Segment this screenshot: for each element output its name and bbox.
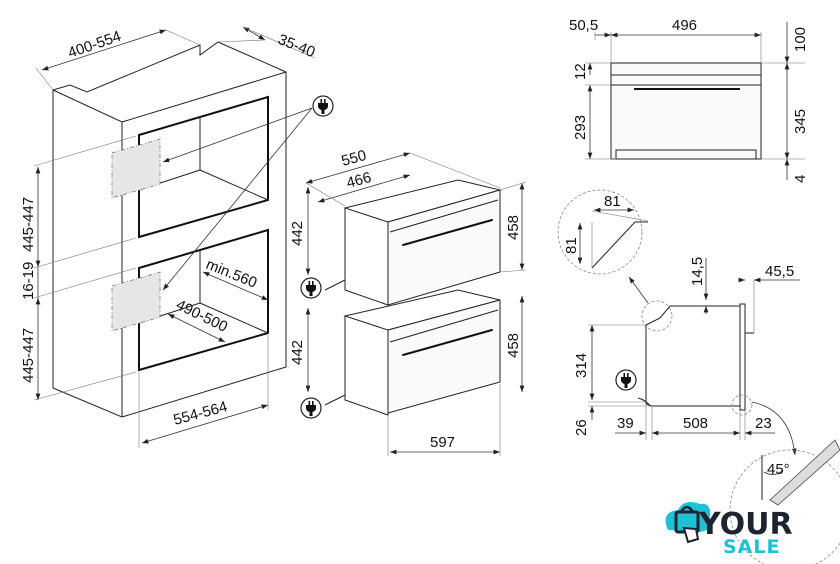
lower-oven-body-height: 442 <box>289 340 306 365</box>
plug-icon <box>615 369 637 391</box>
upper-oven-body-height: 442 <box>289 221 306 246</box>
front-height: 345 <box>792 109 809 134</box>
upper-oven-front-height: 458 <box>505 215 522 240</box>
front-top-clearance: 100 <box>792 27 809 52</box>
oven-depth-total: 550 <box>340 147 369 170</box>
handle-depth: 45,5 <box>765 263 794 280</box>
plug-icon <box>300 277 322 299</box>
door-angle: 45° <box>767 461 790 478</box>
top-offset: 14,5 <box>689 257 706 286</box>
logo-word-your: YOUR <box>698 507 793 542</box>
cabinet-upper-height: 445-447 <box>20 197 37 252</box>
logo-word-sale: SALE <box>723 536 780 558</box>
chamfer-height: 81 <box>563 237 580 254</box>
cabinet-lower-height: 445-447 <box>20 328 37 383</box>
cabinet-gap: 16-19 <box>20 262 37 300</box>
oven-front-width: 597 <box>430 434 455 451</box>
front-door-height: 293 <box>572 115 589 140</box>
plug-icon <box>300 397 322 419</box>
power-socket-zone-upper <box>111 138 161 199</box>
cabinet-rear-gap: 35-40 <box>276 31 318 61</box>
ovens-drawing: 550 466 442 442 458 458 597 <box>289 147 527 456</box>
cabinet-width-top: 400-554 <box>66 28 124 62</box>
front-body-width: 496 <box>672 17 697 34</box>
plug-icon <box>312 95 334 117</box>
cabinet-width-front: 554-564 <box>172 398 230 429</box>
front-panel-height: 12 <box>572 63 589 80</box>
side-body-depth: 508 <box>683 415 708 432</box>
side-bottom-height: 26 <box>573 419 590 436</box>
lower-oven-front-height: 458 <box>505 333 522 358</box>
side-body-height: 314 <box>573 353 590 378</box>
side-rear-offset: 39 <box>617 415 634 432</box>
side-view-drawing: 81 81 14,5 45,5 314 26 39 508 23 45° <box>557 189 840 564</box>
door-thickness: 23 <box>755 415 772 432</box>
cabinet-depth-min: min.560 <box>204 256 260 292</box>
front-bottom-gap: 4 <box>792 175 809 183</box>
oven-depth-body: 466 <box>345 169 374 192</box>
yoursale-logo: YOUR SALE <box>665 502 793 558</box>
cabinet-inner-depth: 490-500 <box>173 296 230 335</box>
cabinet-drawing: 400-554 35-40 445-447 16-19 445-447 min.… <box>20 26 334 448</box>
front-left-offset: 50,5 <box>569 17 598 34</box>
power-socket-zone-lower <box>111 271 161 332</box>
chamfer-width: 81 <box>604 193 621 210</box>
front-view-drawing: 50,5 496 100 12 293 345 4 <box>569 17 809 183</box>
